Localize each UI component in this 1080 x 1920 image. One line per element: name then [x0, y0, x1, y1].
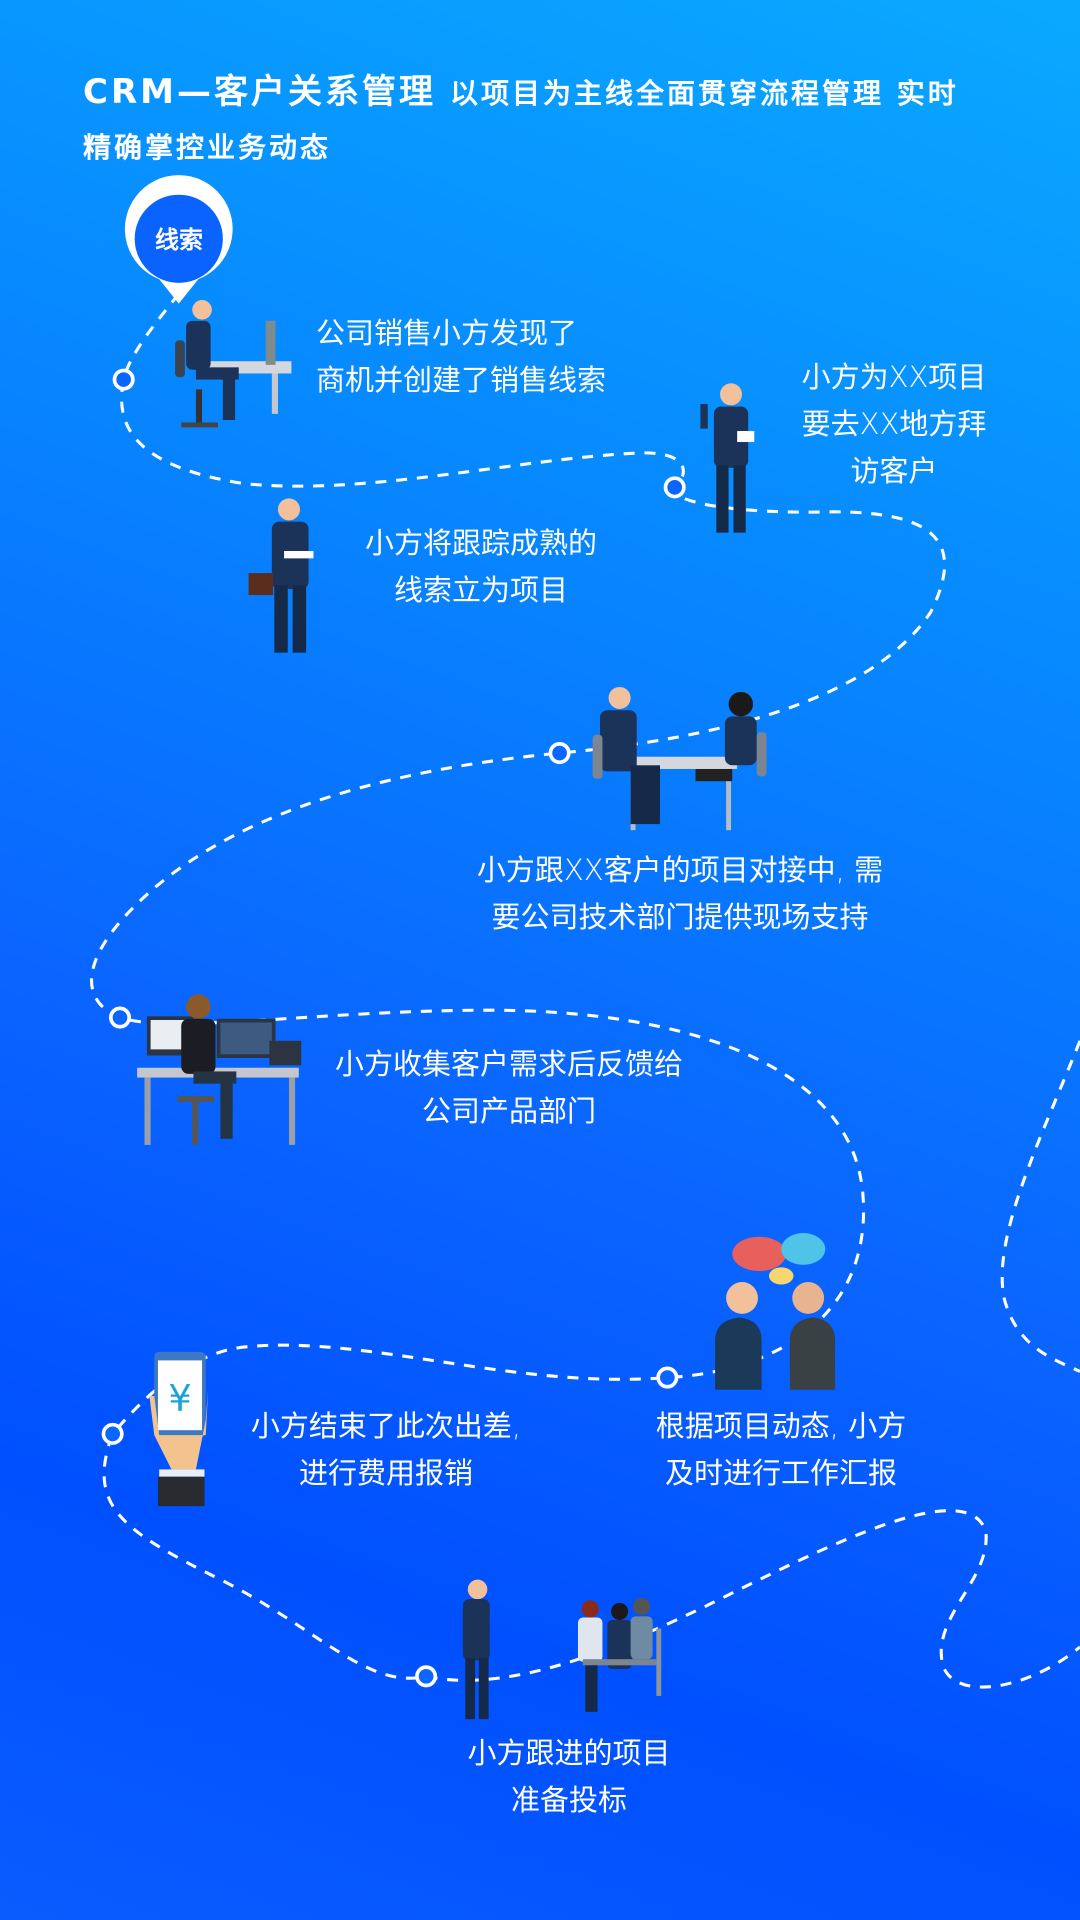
step-bidding: 小方跟进的项目 准备投标 — [429, 1730, 709, 1824]
step-text-line: 根据项目动态, 小方 — [655, 1409, 907, 1443]
step-text-line: 要去XX地方拜 — [801, 407, 987, 441]
step-visit-customer: 小方为XX项目 要去XX地方拜 访客户 — [794, 354, 994, 495]
phone-payment-illustration: ¥ — [149, 1351, 209, 1507]
step-create-lead: 公司销售小方发现了 商机并创建了销售线索 — [316, 310, 606, 404]
step-tech-support: 小方跟XX客户的项目对接中, 需 要公司技术部门提供现场支持 — [430, 847, 930, 941]
step-text-line: 公司产品部门 — [421, 1094, 596, 1128]
marker-4 — [108, 1006, 132, 1029]
bidding-presentation-illustration — [462, 1579, 662, 1720]
man-with-briefcase-illustration — [248, 498, 314, 653]
step-text-line: 小方为XX项目 — [801, 360, 987, 394]
person-at-laptop-illustration — [175, 300, 292, 428]
marker-3 — [548, 742, 571, 765]
yen-icon: ¥ — [168, 1377, 191, 1420]
step-expense-report: 小方结束了此次出差, 进行费用报销 — [236, 1403, 536, 1497]
marker-2 — [663, 476, 686, 499]
step-markers — [101, 368, 686, 1688]
marker-6 — [101, 1422, 124, 1445]
title-line-2: 精确掌控业务动态 — [83, 131, 332, 164]
step-text-line: 小方跟进的项目 — [467, 1736, 671, 1770]
title-subtitle: 以项目为主线全面贯穿流程管理 实时 — [449, 77, 959, 110]
step-text-line: 小方将跟踪成熟的 — [364, 526, 597, 560]
standing-man-illustration — [700, 383, 755, 533]
title-main: CRM—客户关系管理 — [83, 72, 436, 112]
pin-marker — [124, 175, 233, 304]
step-text-line: 线索立为项目 — [393, 573, 568, 607]
programmer-at-computers-illustration — [137, 994, 302, 1145]
step-text-line: 要公司技术部门提供现场支持 — [491, 900, 869, 934]
page-title: CRM—客户关系管理以项目为主线全面贯穿流程管理 实时 — [83, 64, 959, 113]
step-feedback: 小方收集客户需求后反馈给 公司产品部门 — [309, 1041, 709, 1135]
business-meeting-illustration — [592, 686, 767, 831]
marker-1 — [112, 368, 135, 391]
step-text-line: 公司销售小方发现了 — [316, 316, 578, 350]
step-text-line: 访客户 — [850, 454, 938, 488]
step-text-line: 及时进行工作汇报 — [664, 1456, 897, 1490]
marker-7 — [415, 1665, 438, 1688]
step-create-project: 小方将跟踪成熟的 线索立为项目 — [331, 520, 631, 614]
step-text-line: 准备投标 — [510, 1783, 627, 1817]
step-text-line: 商机并创建了销售线索 — [316, 363, 607, 397]
step-text-line: 小方结束了此次出差, — [250, 1409, 522, 1443]
step-text-line: 小方收集客户需求后反馈给 — [334, 1047, 683, 1081]
step-text-line: 进行费用报销 — [298, 1456, 473, 1490]
two-men-talking-illustration — [715, 1233, 836, 1390]
marker-5 — [656, 1366, 679, 1389]
step-work-report: 根据项目动态, 小方 及时进行工作汇报 — [631, 1403, 931, 1497]
lead-pin-label: 线索 — [155, 226, 203, 254]
step-text-line: 小方跟XX客户的项目对接中, 需 — [476, 853, 884, 887]
